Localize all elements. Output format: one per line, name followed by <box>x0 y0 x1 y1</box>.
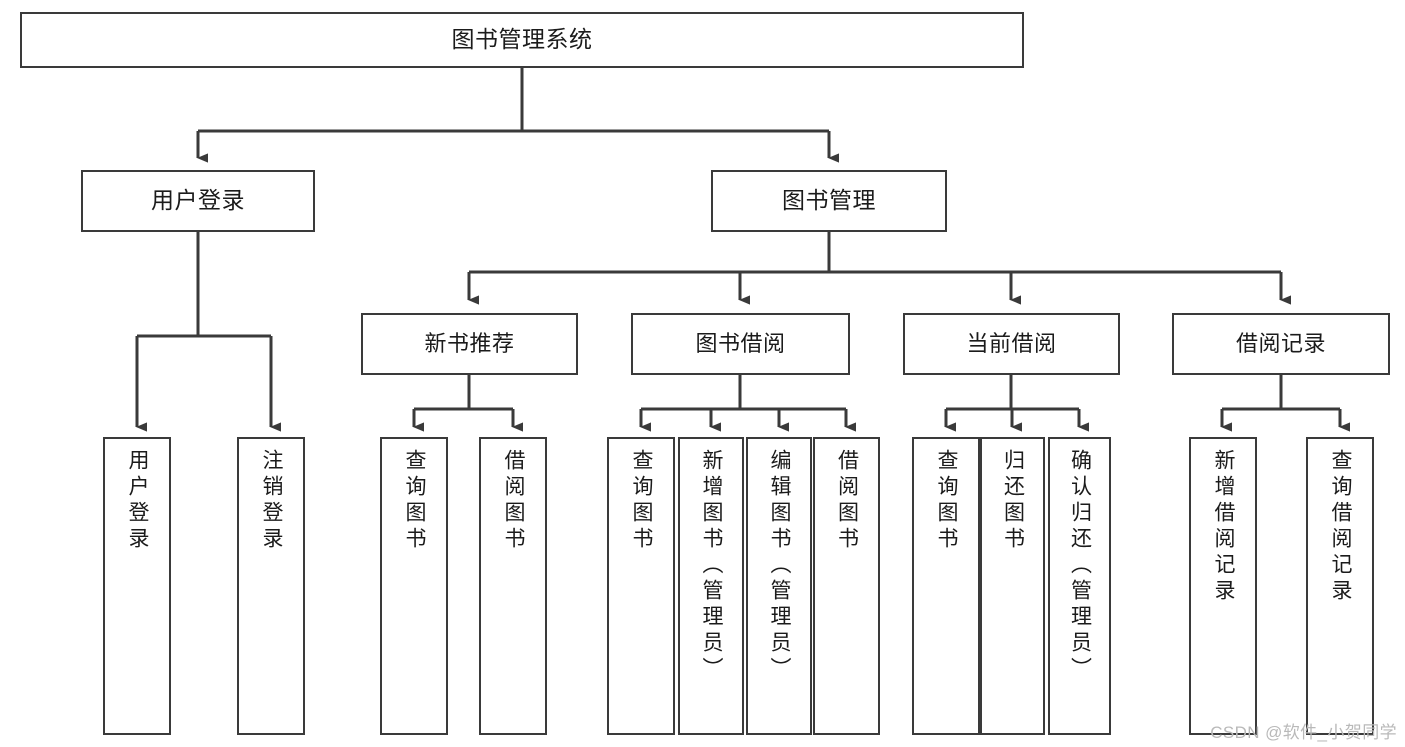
node-label: 新增借阅记录 <box>1212 449 1236 605</box>
node-label: 图书管理系统 <box>451 26 593 53</box>
node-label: 注销登录 <box>260 449 284 553</box>
leaf-borrow-books-recommendation[interactable]: 借阅图书 <box>479 437 547 735</box>
node-new-book-recommendation[interactable]: 新书推荐 <box>361 313 578 375</box>
node-label: 新书推荐 <box>424 331 515 357</box>
node-root-book-management-system[interactable]: 图书管理系统 <box>20 12 1024 68</box>
node-borrowing-records[interactable]: 借阅记录 <box>1172 313 1390 375</box>
node-label: 用户登录 <box>151 187 245 214</box>
node-label: 借阅图书 <box>835 449 859 553</box>
leaf-add-book-admin[interactable]: 新增图书（管理员） <box>678 437 744 735</box>
node-label: 借阅图书 <box>502 449 526 553</box>
node-label: 新增图书（管理员） <box>700 449 724 683</box>
node-label: 归还图书 <box>1001 449 1025 553</box>
node-label: 确认归还（管理员） <box>1068 449 1092 683</box>
node-label: 查询图书 <box>935 449 959 553</box>
leaf-add-borrowing-record[interactable]: 新增借阅记录 <box>1189 437 1257 735</box>
leaf-edit-book-admin[interactable]: 编辑图书（管理员） <box>746 437 812 735</box>
node-current-borrowing[interactable]: 当前借阅 <box>903 313 1120 375</box>
node-label: 查询借阅记录 <box>1329 449 1353 605</box>
node-label: 当前借阅 <box>966 331 1057 357</box>
node-label: 编辑图书（管理员） <box>768 449 792 683</box>
leaf-query-books-recommendation[interactable]: 查询图书 <box>380 437 448 735</box>
node-label: 图书借阅 <box>695 331 786 357</box>
node-label: 查询图书 <box>403 449 427 553</box>
node-label: 用户登录 <box>126 449 150 553</box>
node-label: 查询图书 <box>630 449 654 553</box>
node-book-management[interactable]: 图书管理 <box>711 170 947 232</box>
leaf-user-login[interactable]: 用户登录 <box>103 437 171 735</box>
leaf-query-books-borrowing[interactable]: 查询图书 <box>607 437 675 735</box>
node-book-borrowing[interactable]: 图书借阅 <box>631 313 850 375</box>
leaf-borrow-books-borrowing[interactable]: 借阅图书 <box>813 437 880 735</box>
watermark-text: CSDN @软件_小贺同学 <box>1210 723 1397 742</box>
leaf-query-books-current[interactable]: 查询图书 <box>912 437 980 735</box>
leaf-logout[interactable]: 注销登录 <box>237 437 305 735</box>
leaf-query-borrowing-record[interactable]: 查询借阅记录 <box>1306 437 1374 735</box>
node-label: 图书管理 <box>782 187 876 214</box>
node-label: 借阅记录 <box>1235 331 1326 357</box>
leaf-return-books[interactable]: 归还图书 <box>980 437 1045 735</box>
leaf-confirm-return-admin[interactable]: 确认归还（管理员） <box>1048 437 1111 735</box>
node-user-login[interactable]: 用户登录 <box>81 170 315 232</box>
